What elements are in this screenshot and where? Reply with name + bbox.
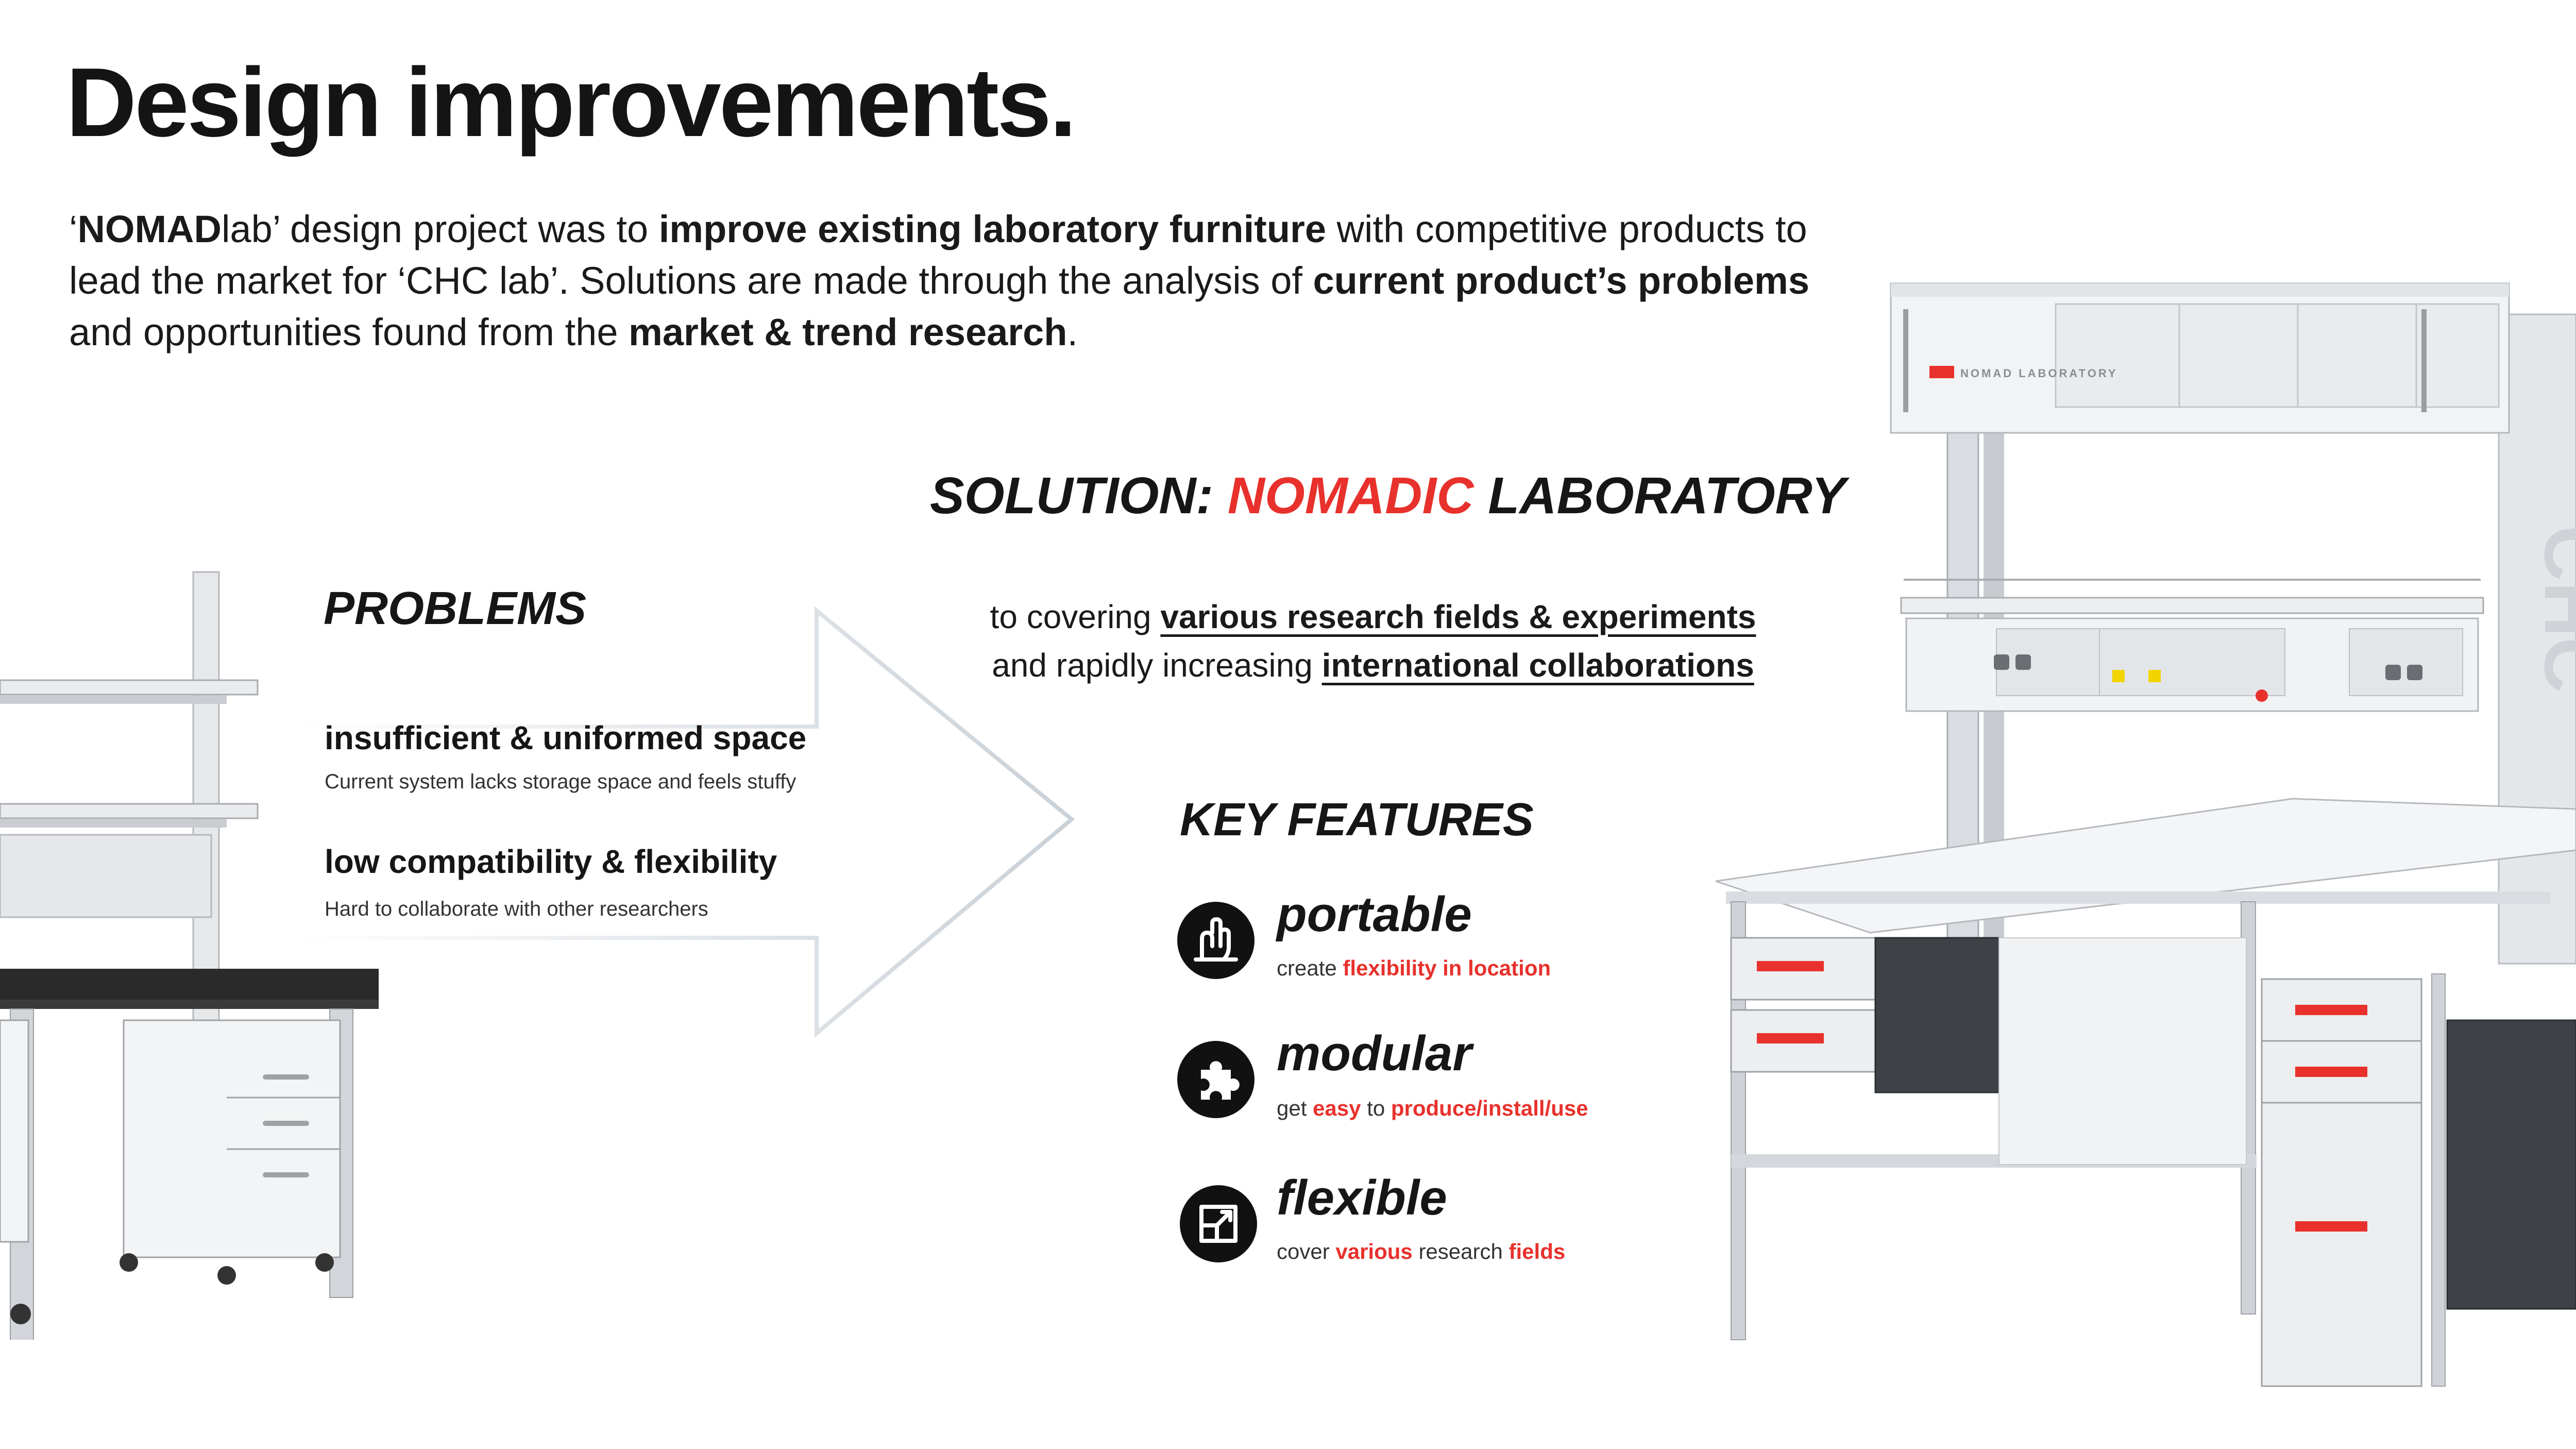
page-title: Design improvements. [66,48,1077,157]
intro-bold: current product’s problems [1313,259,1809,302]
old-lab-bench-image [0,571,379,1340]
puzzle-piece-icon [1177,1041,1255,1118]
intro-paragraph: ‘NOMADlab’ design project was to improve… [69,204,1862,358]
solution-colon: : [1196,467,1228,525]
intro-text: . [1067,311,1078,353]
intro-bold: market & trend research [629,311,1067,353]
feature-desc-text: get [1277,1096,1313,1120]
feature-desc-emphasis: fields [1509,1239,1566,1263]
solution-label: SOLUTION [930,467,1196,525]
key-features-heading: KEY FEATURES [1180,794,1534,846]
solution-line-1-emphasis: various research fields & experiments [1160,598,1756,635]
intro-text: and opportunities found from the [69,311,629,353]
solution-line-1: to covering various research fields & ex… [943,593,1803,641]
feature-desc-emphasis: produce/install/use [1391,1096,1588,1120]
solution-line-2-emphasis: international collaborations [1321,647,1754,684]
solution-rest: LABORATORY [1473,467,1846,525]
feature-name: modular [1277,1026,1472,1081]
feature-desc-text: cover [1277,1239,1336,1263]
problems-heading: PROBLEMS [324,583,587,634]
solution-line-2-prefix: and rapidly increasing [992,647,1322,684]
intro-bold: improve existing laboratory furniture [658,208,1326,250]
expand-icon [1180,1185,1257,1262]
feature-description: create flexibility in location [1277,956,1551,981]
feature-desc-emphasis: easy [1313,1096,1361,1120]
intro-text: with competitive products to lead the ma… [69,208,1807,302]
hand-carry-icon [1177,902,1255,979]
problem-title: low compatibility & flexibility [325,843,777,880]
solution-line-2: and rapidly increasing international col… [943,641,1803,689]
nomad-brand-text: NOMAD LABORATORY [1960,367,2118,380]
feature-name: portable [1277,887,1472,942]
feature-desc-text: research [1412,1239,1509,1263]
arrow-graphic [297,606,1075,1038]
nomad-logo-text: CHC [2529,526,2576,693]
feature-description: cover various research fields [1277,1239,1565,1264]
intro-text: ‘ [69,208,78,250]
feature-desc-text: to [1361,1096,1391,1120]
problem-description: Hard to collaborate with other researche… [325,898,708,920]
feature-desc-emphasis: flexibility in location [1343,956,1551,980]
nomad-lab-bench-image: CHC NOMAD LABORATORY [1715,282,2576,1387]
problem-title: insufficient & uniformed space [325,719,807,756]
solution-line-1-prefix: to covering [990,598,1161,635]
feature-name: flexible [1277,1170,1447,1225]
solution-heading: SOLUTION: NOMADIC LABORATORY [930,466,1846,526]
intro-bold: NOMAD [77,208,222,250]
solution-description: to covering various research fields & ex… [943,593,1803,689]
intro-text: lab’ design project was to [221,208,659,250]
feature-desc-text: create [1277,956,1343,980]
problem-description: Current system lacks storage space and f… [325,770,796,793]
feature-description: get easy to produce/install/use [1277,1096,1588,1121]
solution-highlight: NOMADIC [1227,467,1474,525]
feature-desc-emphasis: various [1335,1239,1413,1263]
